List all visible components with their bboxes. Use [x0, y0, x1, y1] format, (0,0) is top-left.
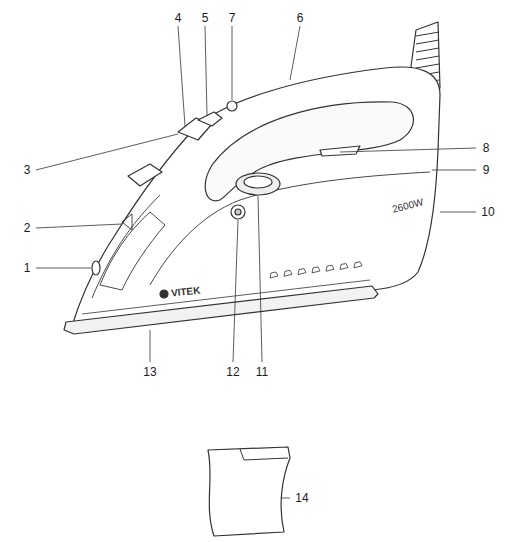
soleplate [64, 286, 378, 334]
callout-number: 12 [225, 365, 240, 379]
callout-number: 3 [23, 163, 32, 177]
measuring-cup [208, 447, 290, 536]
iron-body [72, 67, 440, 326]
callout-number: 9 [482, 163, 491, 177]
spray-nozzle [92, 261, 100, 275]
callout-number: 2 [23, 221, 32, 235]
callout-number: 10 [480, 205, 495, 219]
steam-dial [236, 173, 280, 195]
steam-burst-button [198, 112, 222, 126]
power-rating: 2600W [390, 196, 426, 216]
callout-number: 14 [294, 491, 309, 505]
leader-lines [36, 26, 476, 498]
callout-number: 6 [296, 11, 305, 25]
filler-cap [128, 164, 162, 186]
self-clean-button [231, 205, 245, 219]
brand-name: VITEK [170, 284, 203, 299]
callout-number: 1 [23, 261, 32, 275]
indicator-light [227, 101, 237, 111]
handle-opening [205, 102, 413, 201]
callout-number: 13 [142, 365, 157, 379]
callout-number: 7 [228, 11, 237, 25]
callout-number: 11 [255, 365, 269, 379]
logo-mark [160, 290, 168, 298]
callout-number: 5 [201, 11, 210, 25]
callout-number: 4 [174, 11, 183, 25]
callout-number: 8 [482, 141, 491, 155]
